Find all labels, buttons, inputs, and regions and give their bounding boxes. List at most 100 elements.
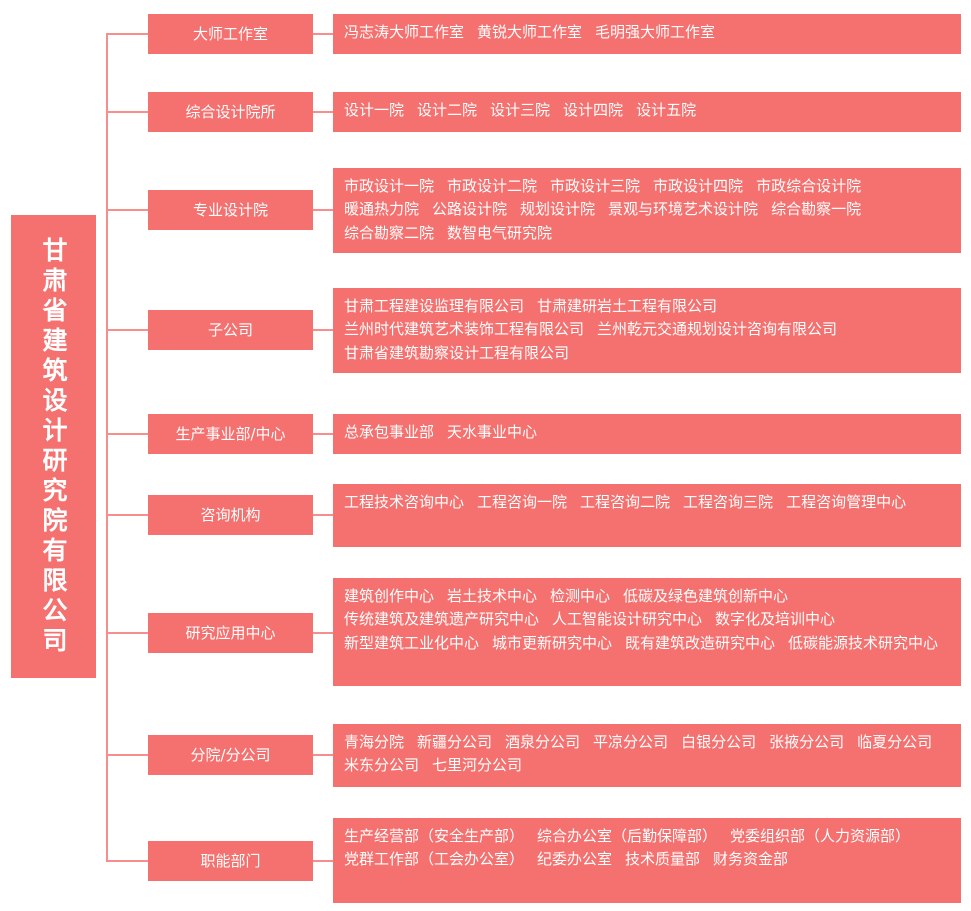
category-label: 综合设计院所 — [185, 103, 276, 121]
member-item[interactable]: 兰州乾元交通规划设计咨询有限公司 — [597, 320, 838, 339]
member-item[interactable]: 检测中心 — [550, 587, 611, 605]
member-item[interactable]: 平凉分公司 — [593, 733, 669, 751]
member-item[interactable]: 财务资金部 — [713, 850, 789, 869]
members-box-3: 甘肃工程建设监理有限公司甘肃建研岩土工程有限公司兰州时代建筑艺术装饰工程有限公司… — [333, 288, 961, 373]
member-item[interactable]: 党群工作部（工会办公室） — [344, 850, 525, 869]
member-item[interactable]: 低碳及绿色建筑创新中心 — [623, 587, 789, 605]
member-item[interactable]: 党委组织部（人力资源部） — [730, 827, 911, 845]
member-item[interactable]: 传统建筑及建筑遗产研究中心 — [344, 610, 540, 629]
trunk-connector-line — [106, 33, 108, 861]
member-item[interactable]: 酒泉分公司 — [505, 733, 581, 751]
category-box-8[interactable]: 职能部门 — [148, 841, 313, 881]
member-item[interactable]: 七里河分公司 — [432, 756, 523, 775]
branch-connector-right-6 — [313, 632, 333, 634]
member-item[interactable]: 市政设计一院 — [344, 177, 435, 195]
branch-connector-left-0 — [106, 33, 148, 35]
member-item[interactable]: 低碳能源技术研究中心 — [788, 633, 939, 652]
member-item[interactable]: 纪委办公室 — [537, 850, 613, 869]
member-item[interactable]: 景观与环境艺术设计院 — [608, 200, 759, 219]
branch-connector-left-5 — [106, 514, 148, 516]
member-item[interactable]: 新疆分公司 — [417, 733, 493, 751]
category-box-0[interactable]: 大师工作室 — [148, 14, 313, 54]
members-box-7: 青海分院新疆分公司酒泉分公司平凉分公司白银分公司张掖分公司临夏分公司米东分公司七… — [333, 724, 961, 787]
member-item[interactable]: 临夏分公司 — [857, 733, 933, 751]
member-item[interactable]: 公路设计院 — [432, 200, 508, 219]
member-item[interactable]: 市政设计三院 — [550, 177, 641, 195]
member-item[interactable]: 建筑创作中心 — [344, 587, 435, 605]
category-box-7[interactable]: 分院/分公司 — [148, 735, 313, 775]
member-item[interactable]: 市政设计二院 — [447, 177, 538, 195]
member-item[interactable]: 设计二院 — [417, 101, 478, 119]
category-label: 大师工作室 — [192, 25, 268, 43]
branch-connector-left-8 — [106, 860, 148, 862]
member-item[interactable]: 冯志涛大师工作室 — [344, 23, 465, 41]
member-item[interactable]: 既有建筑改造研究中心 — [625, 633, 776, 652]
member-item[interactable]: 生产经营部（安全生产部） — [344, 827, 525, 845]
branch-connector-left-3 — [106, 329, 148, 331]
category-label: 职能部门 — [200, 852, 261, 870]
member-item[interactable]: 设计四院 — [563, 101, 624, 119]
member-item[interactable]: 米东分公司 — [344, 756, 420, 775]
member-item[interactable]: 数字化及培训中心 — [715, 610, 836, 629]
branch-connector-left-4 — [106, 433, 148, 435]
branch-connector-right-0 — [313, 33, 333, 35]
member-item[interactable]: 甘肃工程建设监理有限公司 — [344, 297, 525, 315]
member-item[interactable]: 甘肃省建筑勘察设计工程有限公司 — [344, 343, 570, 362]
branch-connector-right-5 — [313, 514, 333, 516]
members-box-2: 市政设计一院市政设计二院市政设计三院市政设计四院市政综合设计院暖通热力院公路设计… — [333, 168, 961, 253]
member-item[interactable]: 工程技术咨询中心 — [344, 493, 465, 511]
member-item[interactable]: 兰州时代建筑艺术装饰工程有限公司 — [344, 320, 585, 339]
member-item[interactable]: 工程咨询管理中心 — [786, 493, 907, 511]
member-item[interactable]: 黄锐大师工作室 — [477, 23, 583, 41]
category-box-4[interactable]: 生产事业部/中心 — [148, 414, 313, 454]
member-item[interactable]: 设计五院 — [636, 101, 697, 119]
member-item[interactable]: 综合勘察一院 — [771, 200, 862, 219]
branch-connector-right-1 — [313, 111, 333, 113]
branch-connector-right-4 — [313, 433, 333, 435]
branch-connector-right-8 — [313, 860, 333, 862]
member-item[interactable]: 规划设计院 — [520, 200, 596, 219]
category-label: 咨询机构 — [200, 506, 261, 524]
branch-connector-left-6 — [106, 632, 148, 634]
root-organization-box: 甘肃省建筑设计研究院有限公司 — [11, 215, 96, 678]
member-item[interactable]: 工程咨询二院 — [580, 493, 671, 511]
member-item[interactable]: 综合勘察二院 — [344, 223, 435, 242]
category-label: 研究应用中心 — [185, 624, 276, 642]
members-box-4: 总承包事业部天水事业中心 — [333, 414, 961, 454]
member-item[interactable]: 综合办公室（后勤保障部） — [537, 827, 718, 845]
member-item[interactable]: 张掖分公司 — [769, 733, 845, 751]
member-item[interactable]: 设计三院 — [490, 101, 551, 119]
member-item[interactable]: 暖通热力院 — [344, 200, 420, 219]
category-label: 子公司 — [207, 321, 253, 339]
branch-connector-right-2 — [313, 209, 333, 211]
member-item[interactable]: 数智电气研究院 — [447, 223, 553, 242]
category-box-3[interactable]: 子公司 — [148, 310, 313, 350]
category-box-5[interactable]: 咨询机构 — [148, 495, 313, 535]
member-item[interactable]: 总承包事业部 — [344, 423, 435, 441]
member-item[interactable]: 毛明强大师工作室 — [595, 23, 716, 41]
member-item[interactable]: 工程咨询三院 — [683, 493, 774, 511]
category-label: 分院/分公司 — [190, 746, 271, 764]
member-item[interactable]: 岩土技术中心 — [447, 587, 538, 605]
category-label: 生产事业部/中心 — [175, 425, 286, 443]
member-item[interactable]: 白银分公司 — [681, 733, 757, 751]
branch-connector-left-1 — [106, 111, 148, 113]
member-item[interactable]: 新型建筑工业化中心 — [344, 633, 480, 652]
member-item[interactable]: 市政设计四院 — [653, 177, 744, 195]
members-box-5: 工程技术咨询中心工程咨询一院工程咨询二院工程咨询三院工程咨询管理中心 — [333, 484, 961, 547]
members-box-8: 生产经营部（安全生产部） 综合办公室（后勤保障部） 党委组织部（人力资源部） 党群工作… — [333, 818, 961, 903]
category-box-6[interactable]: 研究应用中心 — [148, 613, 313, 653]
member-item[interactable]: 工程咨询一院 — [477, 493, 568, 511]
member-item[interactable]: 技术质量部 — [625, 850, 701, 869]
member-item[interactable]: 甘肃建研岩土工程有限公司 — [537, 297, 718, 315]
category-box-1[interactable]: 综合设计院所 — [148, 92, 313, 132]
member-item[interactable]: 天水事业中心 — [447, 423, 538, 441]
member-item[interactable]: 青海分院 — [344, 733, 405, 751]
member-item[interactable]: 设计一院 — [344, 101, 405, 119]
member-item[interactable]: 市政综合设计院 — [756, 177, 862, 195]
member-item[interactable]: 人工智能设计研究中心 — [552, 610, 703, 629]
member-item[interactable]: 城市更新研究中心 — [492, 633, 613, 652]
members-box-1: 设计一院设计二院设计三院设计四院设计五院 — [333, 92, 961, 132]
category-box-2[interactable]: 专业设计院 — [148, 190, 313, 230]
